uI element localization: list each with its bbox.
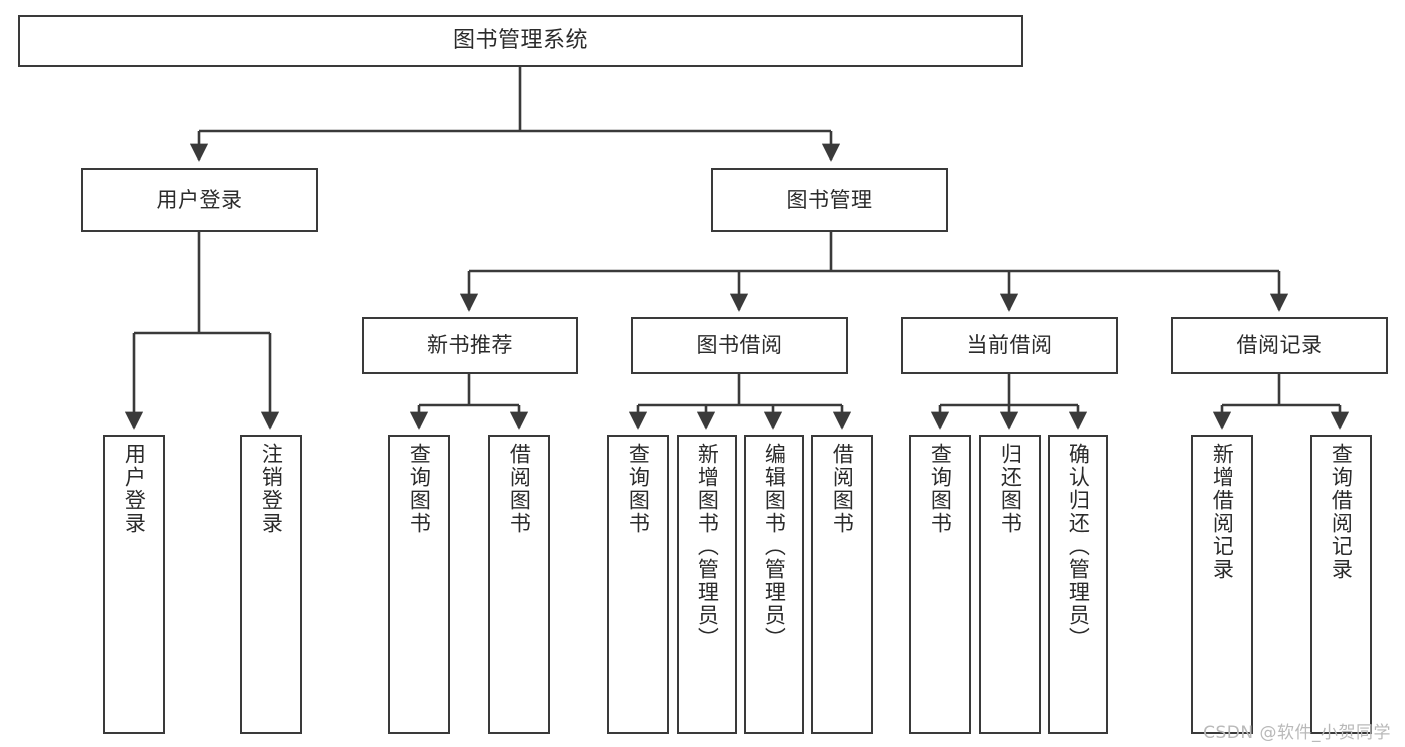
- node-root-system[interactable]: 图书管理系统: [18, 15, 1023, 67]
- node-label: 用户登录: [122, 443, 147, 535]
- node-label: 新增图书（管理员）: [695, 443, 720, 650]
- node-label: 图书借阅: [696, 333, 783, 358]
- node-book-borrow[interactable]: 图书借阅: [631, 317, 848, 374]
- node-label: 借阅记录: [1236, 333, 1323, 358]
- leaf-borrow-query-book[interactable]: 查询图书: [607, 435, 669, 734]
- node-user-login[interactable]: 用户登录: [81, 168, 318, 232]
- leaf-record-query-record[interactable]: 查询借阅记录: [1310, 435, 1372, 734]
- leaf-recommend-borrow-book[interactable]: 借阅图书: [488, 435, 550, 734]
- node-label: 新书推荐: [427, 333, 513, 358]
- node-label: 编辑图书（管理员）: [762, 443, 787, 650]
- node-label: 确认归还（管理员）: [1066, 443, 1091, 650]
- leaf-user-login-login[interactable]: 用户登录: [103, 435, 165, 734]
- leaf-record-add-record[interactable]: 新增借阅记录: [1191, 435, 1253, 734]
- node-label: 用户登录: [156, 187, 243, 212]
- watermark-text: CSDN @软件_小贺同学: [1203, 723, 1391, 743]
- node-book-management[interactable]: 图书管理: [711, 168, 948, 232]
- leaf-borrow-borrow-book[interactable]: 借阅图书: [811, 435, 873, 734]
- node-label: 查询图书: [407, 443, 432, 535]
- node-borrow-record[interactable]: 借阅记录: [1171, 317, 1388, 374]
- node-label: 借阅图书: [507, 443, 532, 535]
- node-label: 新增借阅记录: [1210, 443, 1235, 581]
- leaf-current-query-book[interactable]: 查询图书: [909, 435, 971, 734]
- leaf-recommend-query-book[interactable]: 查询图书: [388, 435, 450, 734]
- leaf-borrow-edit-book-admin[interactable]: 编辑图书（管理员）: [744, 435, 804, 734]
- node-label: 注销登录: [259, 443, 284, 535]
- node-label: 图书管理系统: [452, 28, 588, 54]
- leaf-borrow-add-book-admin[interactable]: 新增图书（管理员）: [677, 435, 737, 734]
- leaf-current-return-book[interactable]: 归还图书: [979, 435, 1041, 734]
- node-new-book-recommend[interactable]: 新书推荐: [362, 317, 578, 374]
- leaf-user-login-logout[interactable]: 注销登录: [240, 435, 302, 734]
- node-label: 借阅图书: [830, 443, 855, 535]
- leaf-current-confirm-return-admin[interactable]: 确认归还（管理员）: [1048, 435, 1108, 734]
- node-current-borrow[interactable]: 当前借阅: [901, 317, 1118, 374]
- node-label: 查询图书: [626, 443, 651, 535]
- node-label: 查询借阅记录: [1329, 443, 1354, 581]
- node-label: 当前借阅: [966, 333, 1053, 358]
- node-label: 归还图书: [998, 443, 1023, 535]
- node-label: 图书管理: [786, 187, 873, 212]
- node-label: 查询图书: [928, 443, 953, 535]
